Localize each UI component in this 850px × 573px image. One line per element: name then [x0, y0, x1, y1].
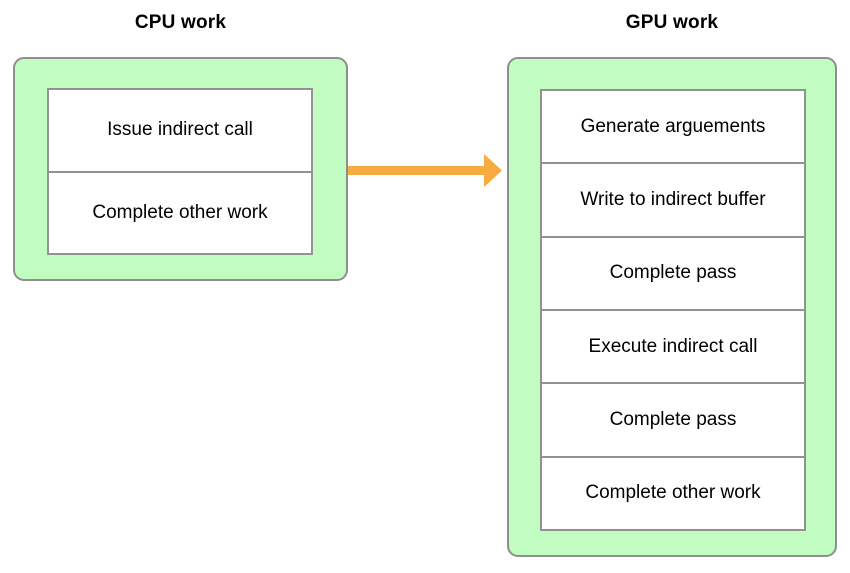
gpu-step-generate-arguments: Generate arguements [542, 91, 804, 165]
gpu-column-title: GPU work [625, 12, 719, 33]
step-label: Execute indirect call [588, 335, 758, 357]
step-label: Complete pass [609, 408, 737, 430]
gpu-step-execute-indirect-call: Execute indirect call [542, 310, 804, 385]
gpu-steps-list: Generate arguements Write to indirect bu… [540, 89, 806, 531]
step-label: Complete other work [585, 482, 761, 504]
gpu-step-complete-other-work: Complete other work [542, 457, 804, 529]
gpu-step-complete-pass-2: Complete pass [542, 384, 804, 458]
cpu-step-issue-indirect-call: Issue indirect call [49, 90, 311, 173]
gpu-group-box: Generate arguements Write to indirect bu… [507, 57, 837, 557]
cpu-group-box: Issue indirect call Complete other work [13, 57, 348, 281]
gpu-step-complete-pass-1: Complete pass [542, 237, 804, 311]
step-label: Complete other work [92, 201, 268, 223]
cpu-column-title: CPU work [134, 12, 227, 33]
cpu-to-gpu-arrow-icon [348, 154, 502, 187]
step-label: Generate arguements [580, 115, 766, 137]
step-label: Complete pass [609, 262, 737, 284]
gpu-step-write-to-indirect-buffer: Write to indirect buffer [542, 164, 804, 238]
cpu-step-complete-other-work: Complete other work [49, 172, 311, 253]
step-label: Write to indirect buffer [580, 188, 766, 210]
cpu-steps-list: Issue indirect call Complete other work [47, 88, 313, 255]
step-label: Issue indirect call [107, 119, 253, 141]
